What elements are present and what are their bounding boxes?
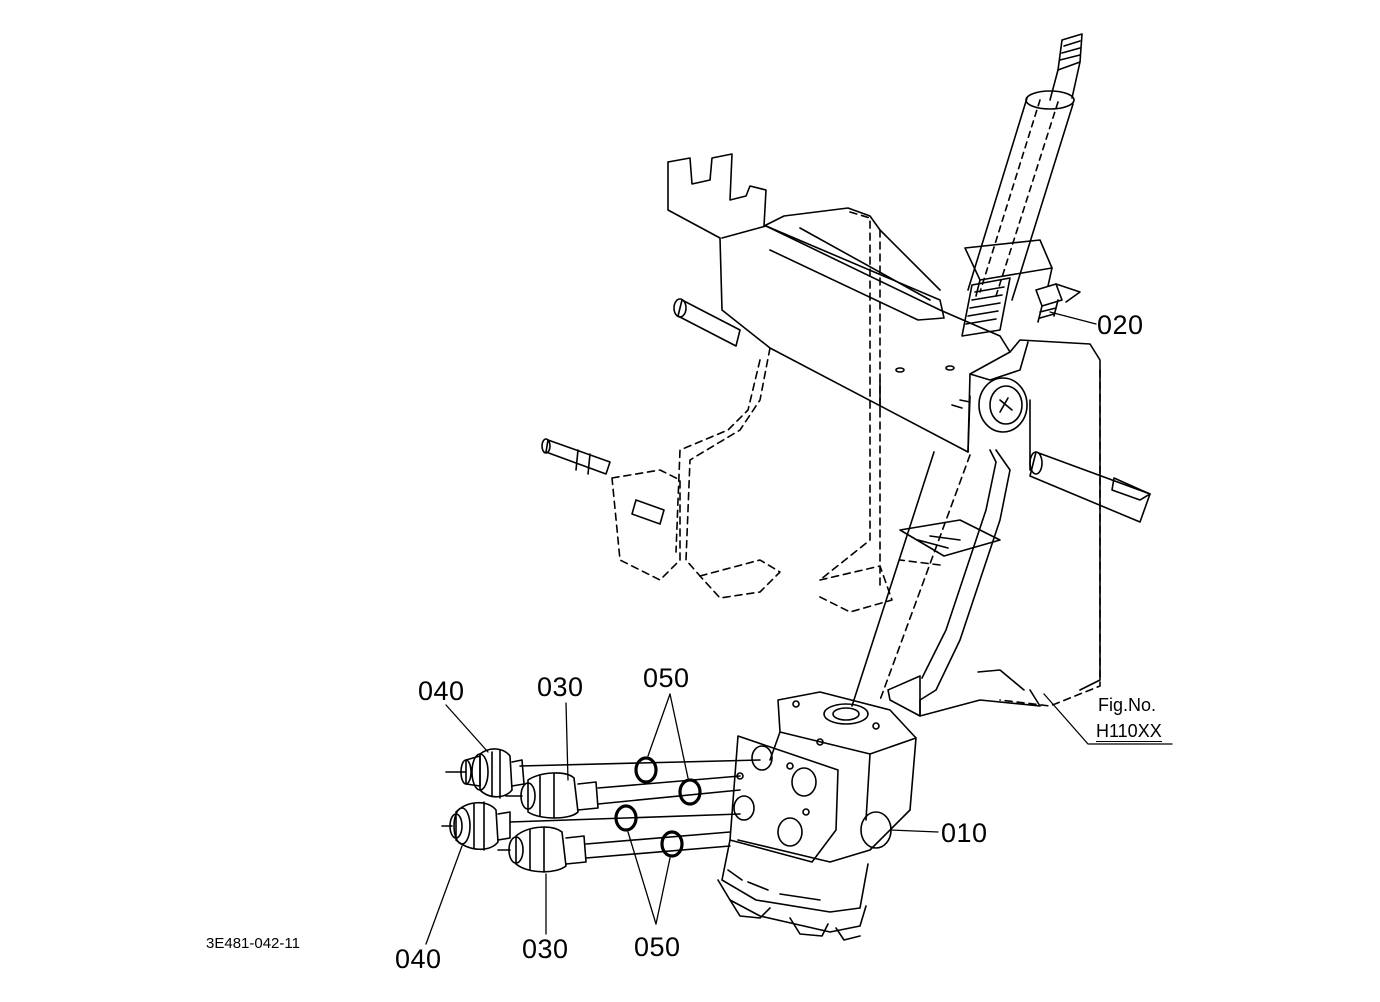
callout-040-bottom: 040 — [395, 944, 442, 974]
o-rings-050 — [614, 756, 702, 858]
leader-line — [509, 813, 741, 823]
fitting-030-bottom — [497, 826, 731, 873]
steering-unit — [717, 691, 917, 941]
fitting-030-top — [505, 772, 741, 819]
drawing-number: 3E481-042-11 — [206, 935, 300, 952]
callout-030-top: 030 — [537, 672, 584, 702]
callout-020: 020 — [1097, 310, 1144, 340]
callout-050-top: 050 — [643, 663, 690, 693]
figure-code: H110XX — [1096, 721, 1162, 742]
steering-column — [961, 33, 1083, 337]
fitting-040-top — [445, 748, 525, 799]
fitting-040-bottom — [441, 801, 511, 851]
leader-line — [519, 759, 761, 767]
callout-030-bottom: 030 — [522, 934, 569, 964]
callout-040-top: 040 — [418, 676, 465, 706]
mounting-bracket — [541, 153, 1151, 717]
callout-050-bottom: 050 — [634, 932, 681, 962]
callout-010: 010 — [941, 818, 988, 848]
figure-number-label: Fig.No. — [1098, 695, 1157, 715]
callout-leaders — [425, 311, 1173, 945]
